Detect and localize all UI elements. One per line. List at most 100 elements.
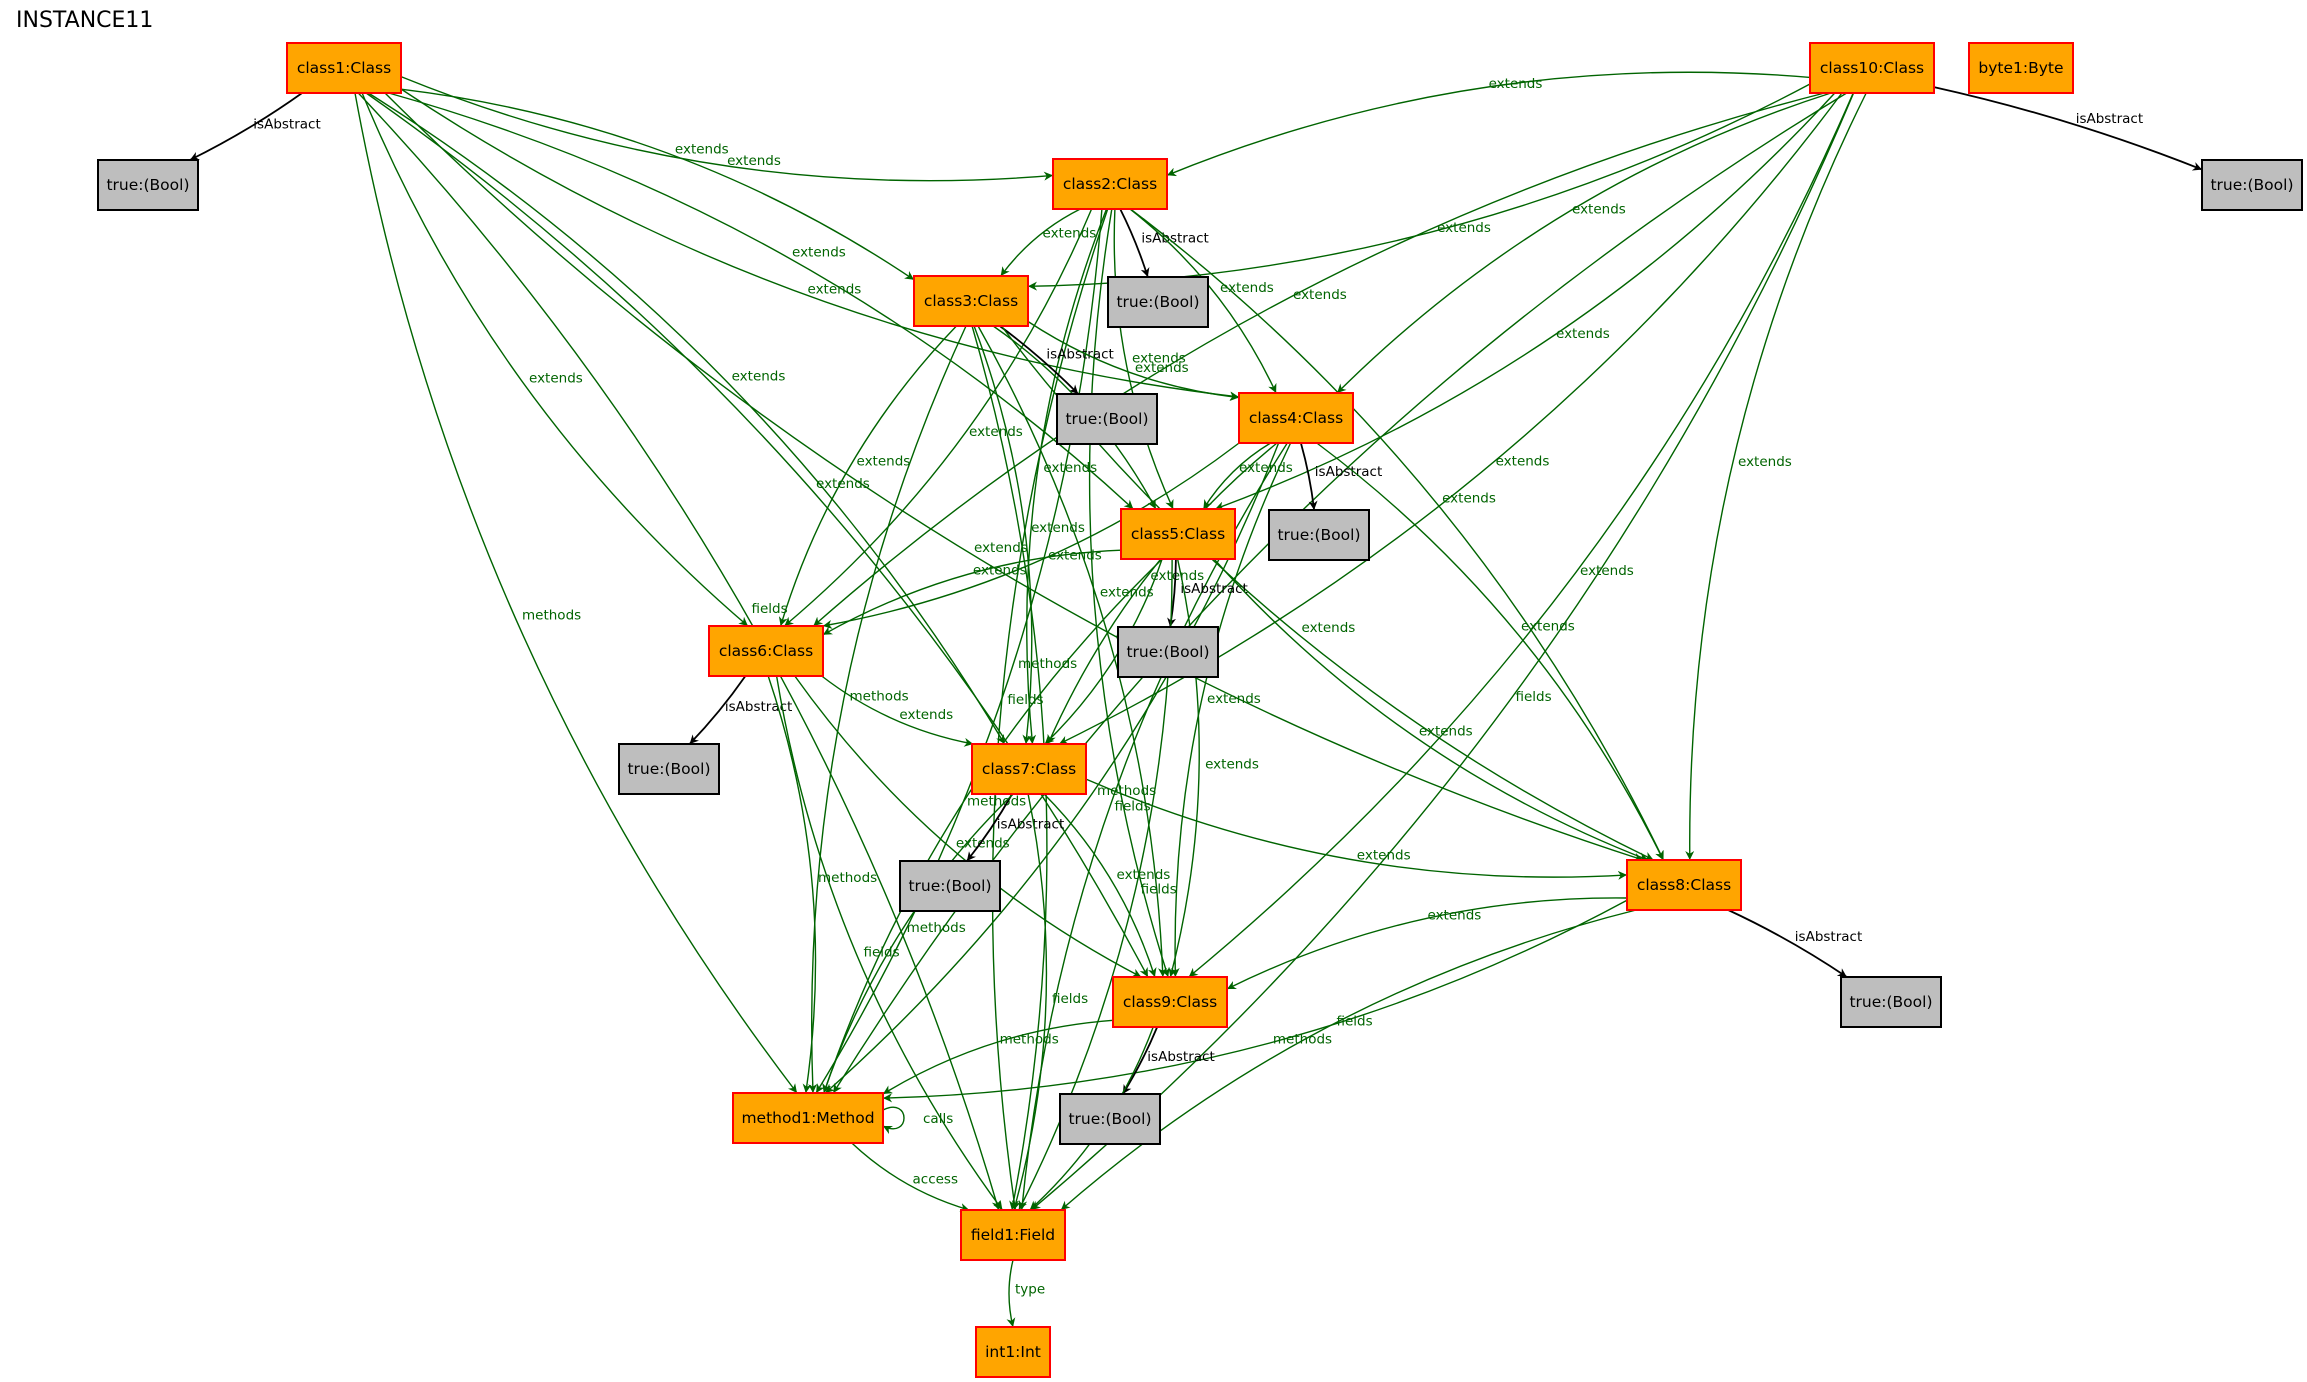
edge-label: extends	[1135, 360, 1189, 376]
edge-label: extends	[1100, 584, 1154, 600]
edge-class10-class4: extends	[1336, 92, 1832, 394]
edge-class10-class9: extends	[1188, 92, 1854, 978]
edge-class9-method1: methods	[882, 1019, 1114, 1095]
node-label: class6:Class	[719, 642, 813, 660]
edge-line	[1043, 793, 1157, 978]
edge-class3-class6: extends	[778, 325, 957, 627]
node-b8[interactable]: true:(Bool)	[1840, 976, 1942, 1028]
edge-class4-class8: extends	[1316, 442, 1664, 861]
node-b4[interactable]: true:(Bool)	[1268, 509, 1370, 561]
node-box	[971, 743, 1087, 795]
node-b10[interactable]: true:(Bool)	[2201, 159, 2303, 211]
node-label: true:(Bool)	[1277, 526, 1360, 544]
node-field1[interactable]: field1:Field	[960, 1209, 1066, 1261]
edge-line	[361, 92, 749, 627]
edge-label: isAbstract	[1147, 1049, 1214, 1065]
node-class4[interactable]: class4:Class	[1238, 392, 1354, 444]
edge-class2-b2: isAbstract	[1119, 208, 1209, 278]
node-class9[interactable]: class9:Class	[1112, 976, 1228, 1028]
edge-class4-class9: extends	[1170, 442, 1292, 978]
node-class7[interactable]: class7:Class	[971, 743, 1087, 795]
edge-label: extends	[732, 368, 786, 384]
edge-class7-b7: isAbstract	[966, 793, 1064, 862]
edge-label: fields	[1516, 689, 1552, 705]
node-b9[interactable]: true:(Bool)	[1059, 1093, 1161, 1145]
node-class10[interactable]: class10:Class	[1809, 42, 1935, 94]
edge-label: extends	[1132, 351, 1186, 367]
node-b5[interactable]: true:(Bool)	[1117, 626, 1219, 678]
edge-class1-class5: extends	[388, 92, 1134, 510]
edge-label: extends	[1207, 691, 1261, 707]
edge-label: isAbstract	[1795, 929, 1862, 945]
edge-label: extends	[1556, 326, 1610, 342]
node-box	[1840, 976, 1942, 1028]
node-class1[interactable]: class1:Class	[286, 42, 402, 94]
edge-class6-b6: isAbstract	[688, 675, 792, 745]
edge-line	[1300, 442, 1318, 511]
node-class5[interactable]: class5:Class	[1120, 508, 1236, 560]
node-class6[interactable]: class6:Class	[708, 625, 824, 677]
node-box	[1626, 859, 1742, 911]
edge-label: methods	[818, 870, 877, 886]
edge-line	[991, 208, 1109, 1211]
node-method1[interactable]: method1:Method	[732, 1092, 884, 1144]
edge-label: extends	[1150, 568, 1204, 584]
node-label: class4:Class	[1249, 409, 1343, 427]
edge-line	[357, 92, 1001, 1211]
edge-line	[1113, 208, 1174, 510]
node-label: class1:Class	[297, 59, 391, 77]
edge-line	[778, 325, 957, 627]
edge-class7-field1: fields	[1011, 793, 1088, 1211]
edge-line	[1166, 71, 1811, 177]
node-label: true:(Bool)	[1849, 993, 1932, 1011]
edge-line	[783, 208, 1093, 627]
edge-label: methods	[1018, 656, 1077, 672]
edge-label: extends	[857, 454, 911, 470]
node-label: true:(Bool)	[106, 176, 189, 194]
edge-line	[822, 793, 1014, 1094]
node-class2[interactable]: class2:Class	[1052, 158, 1168, 210]
node-int1[interactable]: int1:Int	[975, 1326, 1051, 1378]
node-b3[interactable]: true:(Bool)	[1056, 393, 1158, 445]
node-box	[975, 1326, 1051, 1378]
edge-label: extends	[899, 707, 953, 723]
node-label: true:(Bool)	[1068, 1110, 1151, 1128]
edge-line	[1226, 897, 1628, 990]
edge-line	[1026, 208, 1108, 745]
node-label: field1:Field	[971, 1226, 1055, 1244]
edge-line	[400, 88, 1240, 401]
edge-class1-class8: extends	[384, 92, 1644, 862]
node-label: class8:Class	[1637, 876, 1731, 894]
node-box	[899, 860, 1001, 912]
edge-label: fields	[1337, 1014, 1373, 1030]
node-class3[interactable]: class3:Class	[913, 275, 1029, 327]
edge-label: extends	[1738, 454, 1792, 470]
edge-label: extends	[675, 142, 729, 158]
edge-class4-b4: isAbstract	[1300, 442, 1382, 511]
edge-label: extends	[1357, 848, 1411, 864]
node-box	[960, 1209, 1066, 1261]
edge-class10-class2: extends	[1166, 71, 1811, 177]
edge-class10-field1: fields	[1030, 92, 1855, 1211]
node-b1[interactable]: true:(Bool)	[97, 159, 199, 211]
edge-label: isAbstract	[1141, 230, 1208, 246]
edge-class9-b9: isAbstract	[1122, 1026, 1215, 1095]
node-b7[interactable]: true:(Bool)	[899, 860, 1001, 912]
node-box	[1268, 509, 1370, 561]
node-byte1[interactable]: byte1:Byte	[1968, 42, 2074, 94]
edge-line	[1685, 92, 1867, 861]
edge-label: methods	[522, 608, 581, 624]
node-b2[interactable]: true:(Bool)	[1107, 276, 1209, 328]
edge-line	[1188, 92, 1854, 978]
node-label: class5:Class	[1131, 525, 1225, 543]
node-label: class7:Class	[982, 760, 1076, 778]
edge-line	[808, 325, 967, 1094]
edge-line	[354, 92, 798, 1094]
edge-label: extends	[1031, 520, 1085, 536]
node-box	[732, 1092, 884, 1144]
edge-class10-b10: isAbstract	[1933, 86, 2203, 171]
edge-class1-class3: extends	[400, 88, 915, 281]
node-class8[interactable]: class8:Class	[1626, 859, 1742, 911]
node-b6[interactable]: true:(Bool)	[618, 743, 720, 795]
edge-line	[1214, 92, 1836, 511]
